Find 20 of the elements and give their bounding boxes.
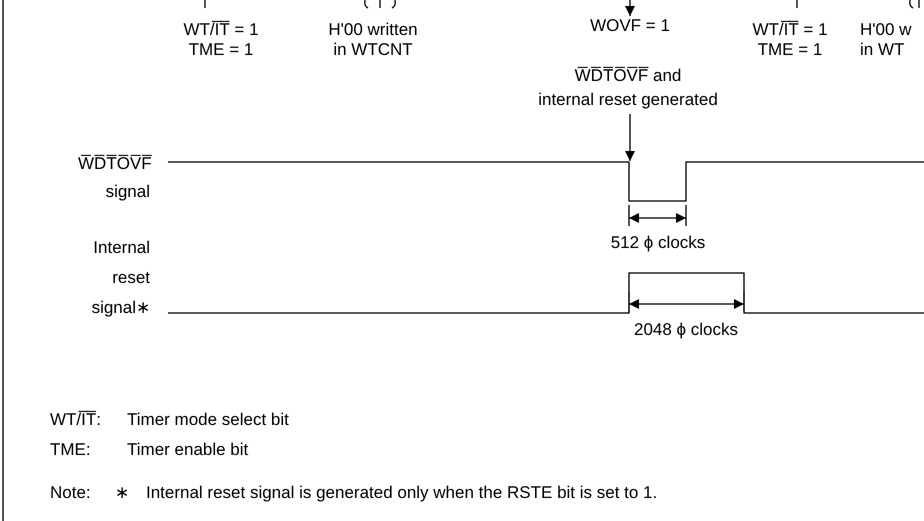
legend-description: Timer enable bit xyxy=(127,440,250,460)
legend-term: TME: xyxy=(50,440,92,460)
annotation-text: W̅D̅T̅O̅V̅F̅ and internal reset generated xyxy=(488,64,768,112)
arrow xyxy=(625,0,635,16)
condition-text: WT/I̅T̅ = 1 TME = 1 xyxy=(751,20,829,60)
signal-name: W̅D̅T̅O̅V̅F̅ signal xyxy=(78,153,150,203)
note-label: Note: xyxy=(50,483,92,503)
arrow xyxy=(625,114,635,161)
condition-text: H'00 w in WT xyxy=(860,20,912,60)
condition-text: WT/I̅T̅ = 1 TME = 1 xyxy=(182,20,260,60)
dimension-text: 512 ϕ clocks xyxy=(610,233,706,253)
legend-term: WT/I̅T̅: xyxy=(50,410,102,430)
note-mark: ∗ xyxy=(115,483,130,503)
note-text: Internal reset signal is generated only when the RSTE bit is set to 1. xyxy=(146,483,658,503)
condition-text: H'00 written in WTCNT xyxy=(327,20,419,60)
signal-name: Internal reset signal∗ xyxy=(90,237,150,319)
annotation-text: WOVF = 1 xyxy=(560,14,700,38)
dimension-text: 2048 ϕ clocks xyxy=(632,320,740,340)
wdtovf-waveform xyxy=(168,161,924,202)
legend-description: Timer mode select bit xyxy=(127,410,290,430)
